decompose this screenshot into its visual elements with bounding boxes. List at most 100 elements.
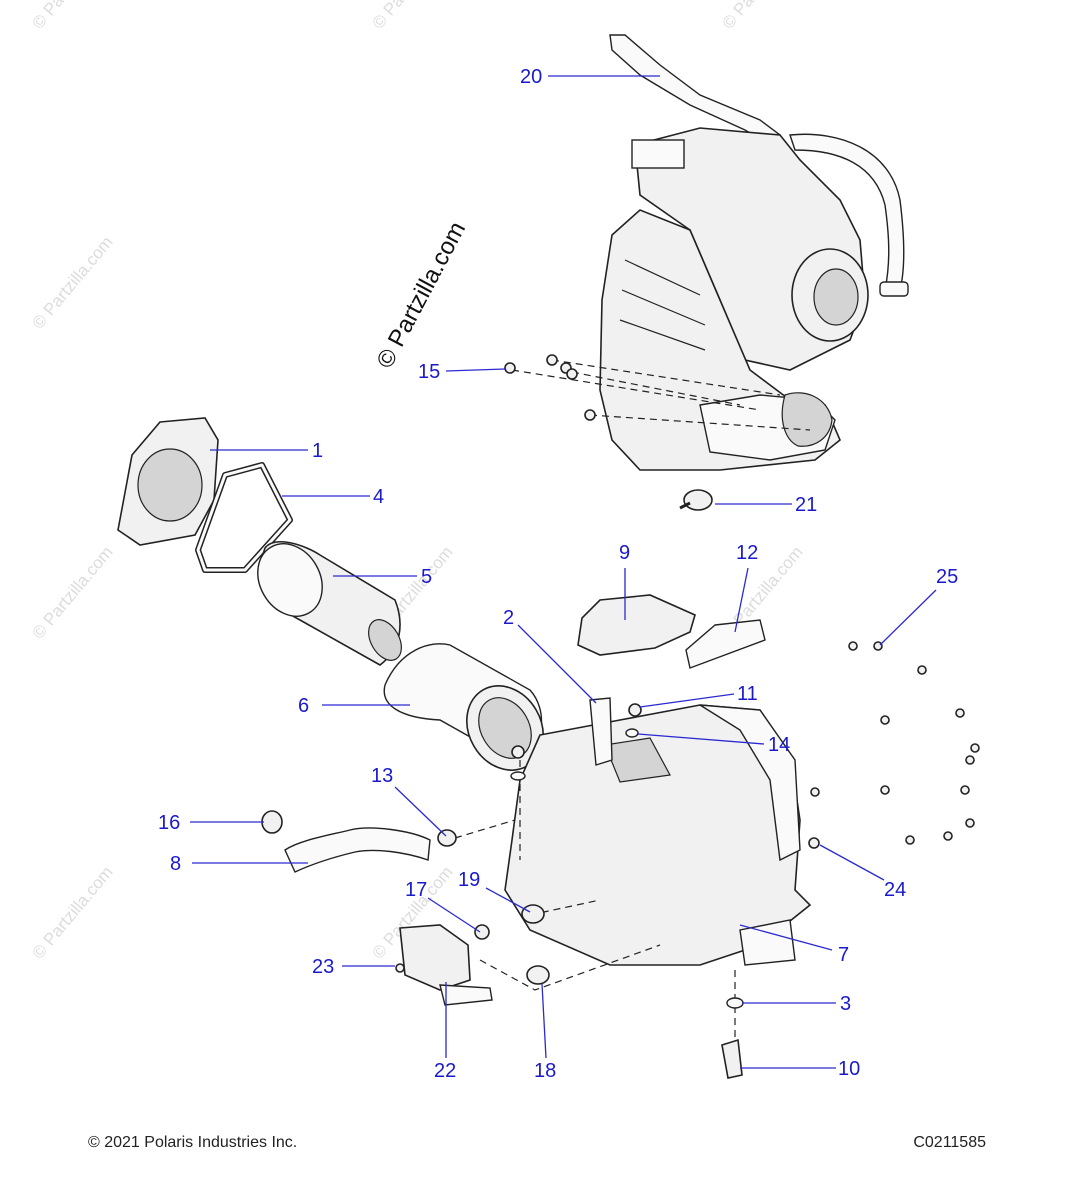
gasket-inner <box>196 463 292 572</box>
foam-strip <box>685 619 766 669</box>
grommet-19 <box>521 904 545 924</box>
bolt-25 <box>905 835 915 845</box>
bolt-25 <box>943 831 953 841</box>
bolt-25 <box>880 715 890 725</box>
watermark-repeat: © Partzilla.com <box>29 233 117 333</box>
callout-7: 7 <box>838 944 849 966</box>
hardware-25 <box>810 641 980 845</box>
watermark-repeat: © Partzilla.com <box>29 863 117 963</box>
bolt-25 <box>917 665 927 675</box>
bolt-25 <box>880 785 890 795</box>
callout-6: 6 <box>298 695 309 717</box>
leader-15 <box>445 368 506 372</box>
hose-path <box>454 819 516 839</box>
hose-assembly <box>261 810 431 873</box>
callout-14: 14 <box>768 734 790 756</box>
callout-21: 21 <box>795 494 817 516</box>
filter-outlet <box>368 619 402 661</box>
callout-10: 10 <box>838 1058 860 1080</box>
callout-22: 22 <box>434 1060 456 1082</box>
clamp-screw <box>679 501 691 510</box>
lower-airbox <box>437 594 820 1079</box>
tube-clamp <box>879 281 909 297</box>
leader-12 <box>734 567 749 633</box>
clamp-21 <box>683 489 713 511</box>
screw-23 <box>395 963 405 973</box>
callout-11: 11 <box>737 683 758 705</box>
screw-15 <box>546 354 558 366</box>
lower-airbox-window <box>604 737 671 783</box>
callout-23: 23 <box>312 956 334 978</box>
watermark-repeat: © Partzilla.com <box>29 0 117 33</box>
grommet-18 <box>526 965 550 985</box>
callout-20: 20 <box>520 66 542 88</box>
callout-9: 9 <box>619 542 630 564</box>
callout-labels: 20 15 1 4 21 9 12 25 5 2 11 6 14 13 16 8… <box>158 66 958 1082</box>
bolt <box>511 745 525 759</box>
leader-11 <box>639 693 735 708</box>
leader-25 <box>879 589 937 646</box>
callout-8: 8 <box>170 853 181 875</box>
callout-4: 4 <box>373 486 384 508</box>
screw-15 <box>584 409 596 421</box>
lower-airbox-side <box>699 704 801 862</box>
bracket-path <box>479 944 661 991</box>
drain-housing <box>739 919 796 966</box>
filter-end <box>257 543 323 617</box>
valve-body <box>399 924 471 991</box>
leader-18 <box>541 983 547 1059</box>
foam-block <box>631 139 685 169</box>
leader-lines <box>190 75 937 1069</box>
diagram-code: C0211585 <box>913 1134 986 1151</box>
rib-line <box>619 319 706 351</box>
hose <box>284 827 431 873</box>
screw-24 <box>808 837 820 849</box>
drain-plug-10 <box>721 1038 743 1079</box>
leader-14 <box>637 733 765 745</box>
leader-19 <box>485 887 531 913</box>
bolt-25 <box>810 787 820 797</box>
rib-line <box>621 289 706 326</box>
screw-15 <box>504 362 516 374</box>
leader-13 <box>394 786 447 837</box>
callout-19: 19 <box>458 869 480 891</box>
leader-24 <box>819 844 885 881</box>
washer <box>510 771 526 781</box>
callout-16: 16 <box>158 812 180 834</box>
cover-opening <box>137 448 203 522</box>
copyright-text: © 2021 Polaris Industries Inc. <box>88 1134 298 1151</box>
washer-3 <box>726 997 744 1009</box>
watermark-repeat: © Partzilla.com <box>369 0 457 33</box>
callout-13: 13 <box>371 765 393 787</box>
fastener-path <box>511 369 761 411</box>
upper-airbox-assembly <box>504 34 909 511</box>
hose-clamp-16 <box>261 810 283 834</box>
watermark-main: © Partzilla.com <box>371 217 471 372</box>
callout-1: 1 <box>312 440 323 462</box>
screw-11 <box>628 703 642 717</box>
outlet-opening <box>813 268 859 326</box>
callout-2: 2 <box>503 607 514 629</box>
screw-15 <box>566 368 578 380</box>
leader-17 <box>427 897 481 933</box>
valve-outlet <box>439 984 493 1006</box>
leader-2 <box>517 624 597 704</box>
callout-25: 25 <box>936 566 958 588</box>
bolt-25 <box>960 785 970 795</box>
callout-3: 3 <box>840 993 851 1015</box>
bolt-25 <box>955 708 965 718</box>
callout-24: 24 <box>884 879 906 901</box>
watermark-repeat: © Partzilla.com <box>29 543 117 643</box>
clamp-13 <box>437 829 457 847</box>
retaining-clip <box>589 697 613 766</box>
bolt-25 <box>965 818 975 828</box>
callout-15: 15 <box>418 361 440 383</box>
bolt-25 <box>970 743 980 753</box>
sensor-17 <box>474 924 490 940</box>
bolt-25 <box>848 641 858 651</box>
watermark-repeat: © Partzilla.com <box>719 0 807 33</box>
valve-assembly <box>395 924 493 1006</box>
rib-line <box>624 259 701 296</box>
fastener-path <box>571 371 741 406</box>
